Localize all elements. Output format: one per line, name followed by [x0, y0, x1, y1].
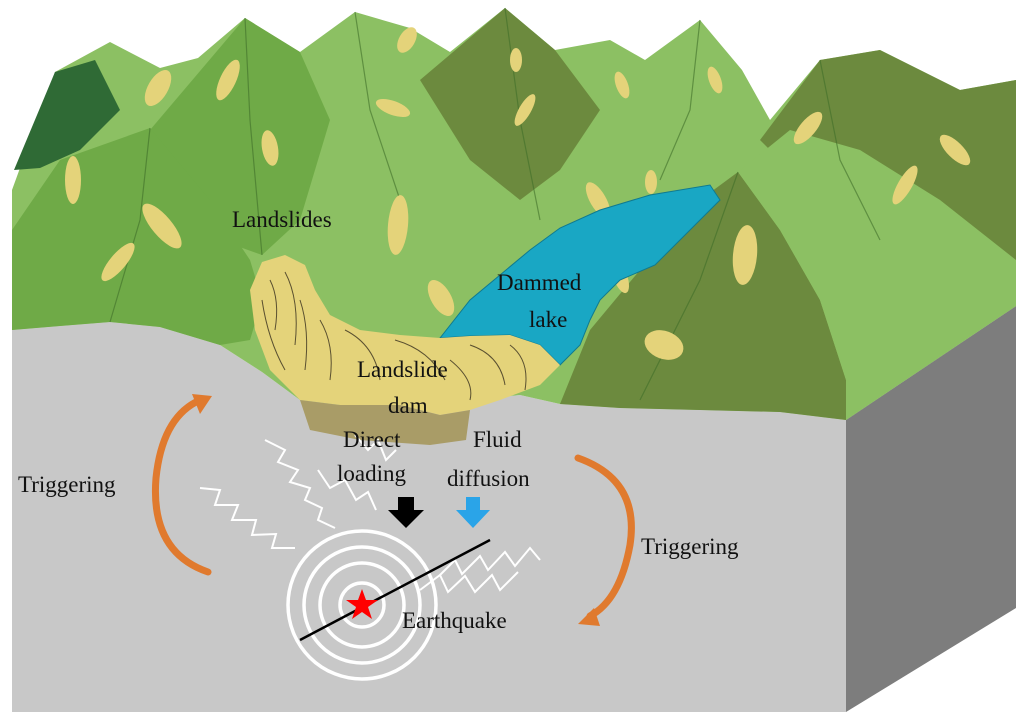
ground-front-face [12, 322, 846, 712]
label-fluid-diffusion-2: diffusion [447, 466, 530, 491]
seismic-wave-4 [354, 434, 397, 462]
mountain-dark-peak [14, 60, 120, 170]
label-landslide-dam-1: Landslide [357, 357, 448, 382]
seismic-wave-6 [439, 546, 541, 576]
label-dammed-lake-1: Dammed [497, 270, 582, 295]
triggering-arrow-left [151, 394, 212, 576]
label-triggering-right: Triggering [641, 534, 739, 559]
label-earthquake: Earthquake [402, 608, 507, 633]
earthquake-rings [286, 529, 438, 681]
seismic-waves [199, 434, 541, 594]
label-landslide-dam-2: dam [388, 393, 428, 418]
label-landslides: Landslides [232, 207, 332, 232]
landslide-scars [65, 27, 971, 360]
blue-down-arrow-icon [456, 497, 490, 528]
seismic-wave-3 [317, 469, 377, 511]
label-triggering-left: Triggering [18, 472, 116, 497]
triggering-arrow-right [574, 454, 635, 626]
mountain-front-right-light [738, 130, 1016, 420]
seismic-wave-2 [199, 487, 295, 549]
label-fluid-diffusion-1: Fluid [473, 427, 522, 452]
seismic-wave-5 [419, 571, 519, 594]
label-direct-loading-1: Direct [343, 427, 401, 452]
fault-line [299, 538, 491, 642]
ground-side-face [846, 306, 1016, 712]
label-direct-loading-2: loading [337, 461, 406, 486]
ground-block [12, 306, 1016, 712]
landslide-dam-deposit [250, 255, 560, 445]
seismic-wave-1 [264, 439, 336, 529]
black-down-arrow-icon [388, 497, 424, 528]
mountain-front-right [560, 172, 846, 420]
deposit-hatching [261, 271, 527, 401]
red-star-icon [346, 589, 378, 619]
mountain-olive-center [420, 8, 600, 200]
label-dammed-lake-2: lake [529, 307, 567, 332]
